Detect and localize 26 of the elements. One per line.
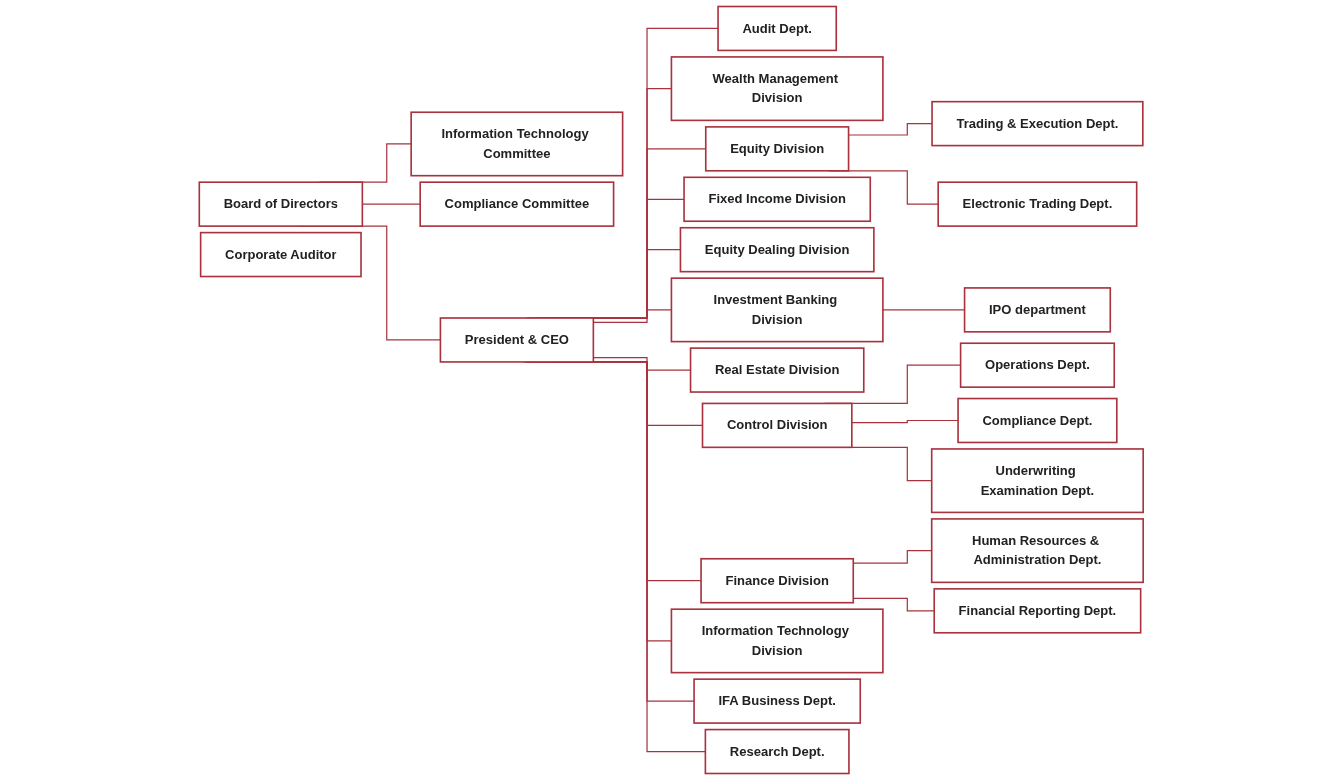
node-box: Trading & Execution Dept.	[931, 100, 1144, 147]
node-box: Real Estate Division	[689, 347, 865, 393]
node-box: Information Technology Division	[670, 608, 884, 674]
node-box: Electronic Trading Dept.	[937, 181, 1138, 227]
node-box: Fixed Income Division	[683, 176, 871, 223]
node-box: Investment Banking Division	[670, 277, 884, 343]
node-box: Research Dept.	[704, 728, 850, 775]
node-box: Financial Reporting Dept.	[933, 588, 1142, 634]
node-box: Finance Division	[700, 557, 854, 604]
connector	[882, 309, 965, 311]
node-box: Information Technology Committee	[410, 111, 624, 177]
node-box: IPO department	[963, 287, 1111, 333]
node-box: Operations Dept.	[959, 342, 1115, 388]
node-box: Audit Dept.	[717, 5, 837, 52]
node-box: Equity Dealing Division	[679, 226, 875, 273]
node-box: Human Resources & Administration Dept.	[930, 518, 1144, 584]
node-box: Compliance Committee	[419, 181, 615, 227]
node-box: Board of Directors	[198, 181, 363, 227]
node-box: IFA Business Dept.	[693, 678, 861, 724]
node-box: Compliance Dept.	[957, 397, 1118, 444]
node-box: Wealth Management Division	[670, 56, 884, 122]
node-box: President & CEO	[439, 317, 594, 363]
node-box: Equity Division	[704, 126, 850, 172]
node-box: Underwriting Examination Dept.	[930, 448, 1144, 514]
node-box: Control Division	[701, 402, 853, 449]
node-box: Corporate Auditor	[199, 231, 362, 278]
